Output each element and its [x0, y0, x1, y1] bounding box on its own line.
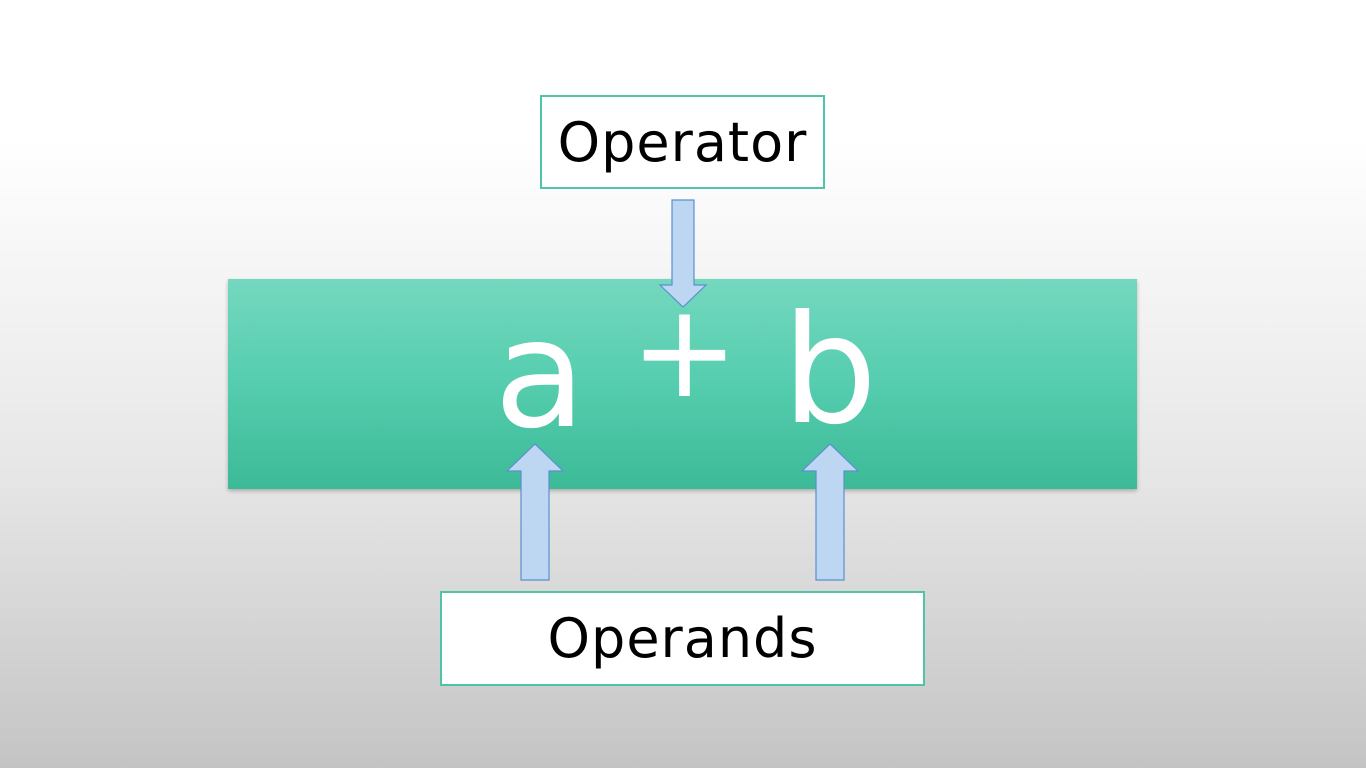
operator-symbol: +	[630, 275, 739, 427]
expression-bar	[228, 279, 1137, 489]
operands-label: Operands	[547, 607, 818, 670]
operator-label-box: Operator	[540, 95, 825, 189]
operands-label-box: Operands	[440, 591, 925, 686]
operator-label: Operator	[557, 110, 808, 174]
right-operand: b	[782, 284, 878, 458]
left-operand: a	[494, 288, 586, 462]
